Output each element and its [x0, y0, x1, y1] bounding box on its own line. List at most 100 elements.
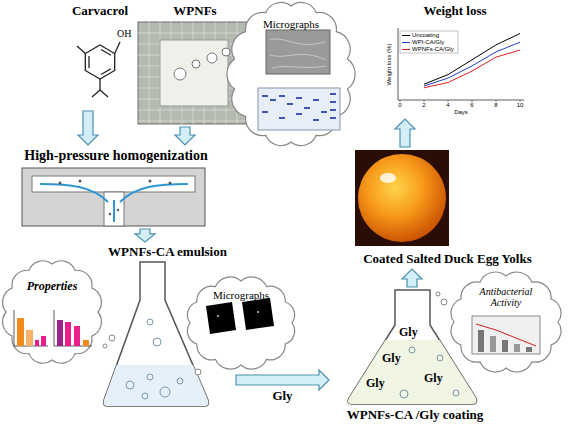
text-label: 10	[517, 102, 524, 109]
diagram-node: Antibacterial Activity	[451, 276, 561, 368]
block-arrow	[236, 370, 329, 390]
bubble	[207, 53, 217, 63]
thought-bubble	[195, 369, 201, 375]
particle	[117, 209, 119, 211]
weight-loss-chart	[398, 28, 524, 102]
text-label: Gly	[399, 326, 418, 340]
node-label: Carvacrol	[72, 4, 128, 19]
legend-line	[402, 35, 410, 36]
particle	[169, 182, 172, 185]
bubble	[147, 374, 153, 380]
isopropyl-bond	[99, 79, 100, 90]
bubble	[126, 381, 134, 389]
bubble	[222, 48, 230, 56]
antibacterial-image	[472, 316, 540, 354]
thought-bubble	[103, 344, 107, 348]
text-label: OH	[117, 28, 131, 40]
particle	[149, 180, 152, 183]
double-bond	[101, 69, 111, 75]
thought-cloud	[187, 277, 294, 369]
gel-bands	[262, 94, 336, 120]
node-label: Micrographs	[213, 289, 269, 302]
sds-gel	[258, 88, 340, 130]
bar	[17, 318, 24, 346]
flow-line	[120, 184, 188, 202]
homogenizer-block	[22, 168, 205, 226]
highlight	[380, 173, 396, 183]
flow-line	[40, 184, 108, 202]
isopropyl-bond	[92, 90, 100, 97]
bar	[478, 330, 484, 352]
legend-text: WPNFs-CA/Gly	[412, 46, 454, 53]
oh-bond	[115, 42, 120, 54]
node-label: Micrographs	[263, 18, 319, 31]
diagram-node: Micrographs	[190, 281, 292, 365]
bar	[502, 340, 508, 352]
node-label: High-pressure homogenization	[24, 148, 207, 164]
text-label: Gly	[366, 377, 385, 391]
node-label: WPNFs-CA emulsion	[108, 245, 227, 260]
liquid	[348, 340, 477, 404]
edge-label: Gly	[270, 389, 294, 404]
text-label: 6	[470, 102, 473, 109]
double-bond	[101, 50, 111, 56]
text-label: 2	[422, 102, 425, 109]
droplet	[257, 311, 259, 313]
text-label: Gly	[424, 372, 443, 386]
bubble	[147, 319, 153, 325]
diagram-node: Weight loss	[382, 2, 528, 118]
sample-square	[160, 40, 228, 106]
fibrils	[270, 39, 326, 68]
node-label: WPNFs	[173, 4, 216, 19]
bar	[41, 336, 46, 346]
bar	[26, 330, 33, 346]
legend-line	[402, 42, 410, 43]
node-label: Coated Salted Duck Egg Yolks	[363, 252, 532, 267]
legend-text: WPI-CA/Gly	[412, 39, 444, 46]
thought-bubble	[441, 299, 447, 305]
diagram-node: Carvacrol	[58, 2, 142, 110]
bar	[514, 344, 520, 352]
micrograph	[206, 302, 236, 334]
legend-text: Uncoating	[412, 32, 439, 39]
bubble	[174, 68, 186, 80]
block-arrow	[78, 111, 98, 145]
bubble	[192, 60, 200, 68]
bubble	[437, 355, 443, 361]
bar	[83, 340, 89, 346]
block-arrow	[395, 119, 415, 147]
thought-cloud	[227, 2, 355, 145]
bubble	[409, 347, 415, 353]
trend-line	[476, 324, 536, 346]
diagram-node: WPNFs-CA /Gly coating	[330, 288, 500, 424]
chart-axes	[398, 28, 524, 100]
particle	[79, 180, 82, 183]
bubble	[160, 387, 170, 397]
bar	[57, 320, 63, 346]
legend-line	[402, 49, 410, 50]
legend-box	[400, 31, 458, 53]
tick-marks	[400, 100, 520, 102]
diagram-node: WPNFs	[136, 2, 254, 126]
node-label: WPNFs-CA /Gly coating	[347, 408, 484, 423]
isopropyl-bond	[100, 90, 108, 97]
thought-cloud	[3, 261, 102, 363]
particle	[109, 213, 111, 215]
property-charts	[14, 310, 92, 346]
particle	[59, 182, 62, 185]
text-label: Weight loss (%)	[387, 43, 394, 85]
text-label: 0	[398, 102, 401, 109]
diagram-node: WPNFs-CA emulsion	[100, 243, 235, 410]
series-line	[424, 50, 520, 88]
plot-frame	[472, 316, 540, 354]
egg-photo	[355, 150, 449, 246]
homogenizer	[22, 168, 205, 226]
carvacrol-molecule	[77, 42, 120, 97]
diagram-node: Coated Salted Duck Egg Yolks	[345, 148, 550, 268]
emulsion-micrographs	[206, 298, 274, 334]
text-label: Days	[454, 109, 468, 116]
bubble	[153, 338, 161, 346]
